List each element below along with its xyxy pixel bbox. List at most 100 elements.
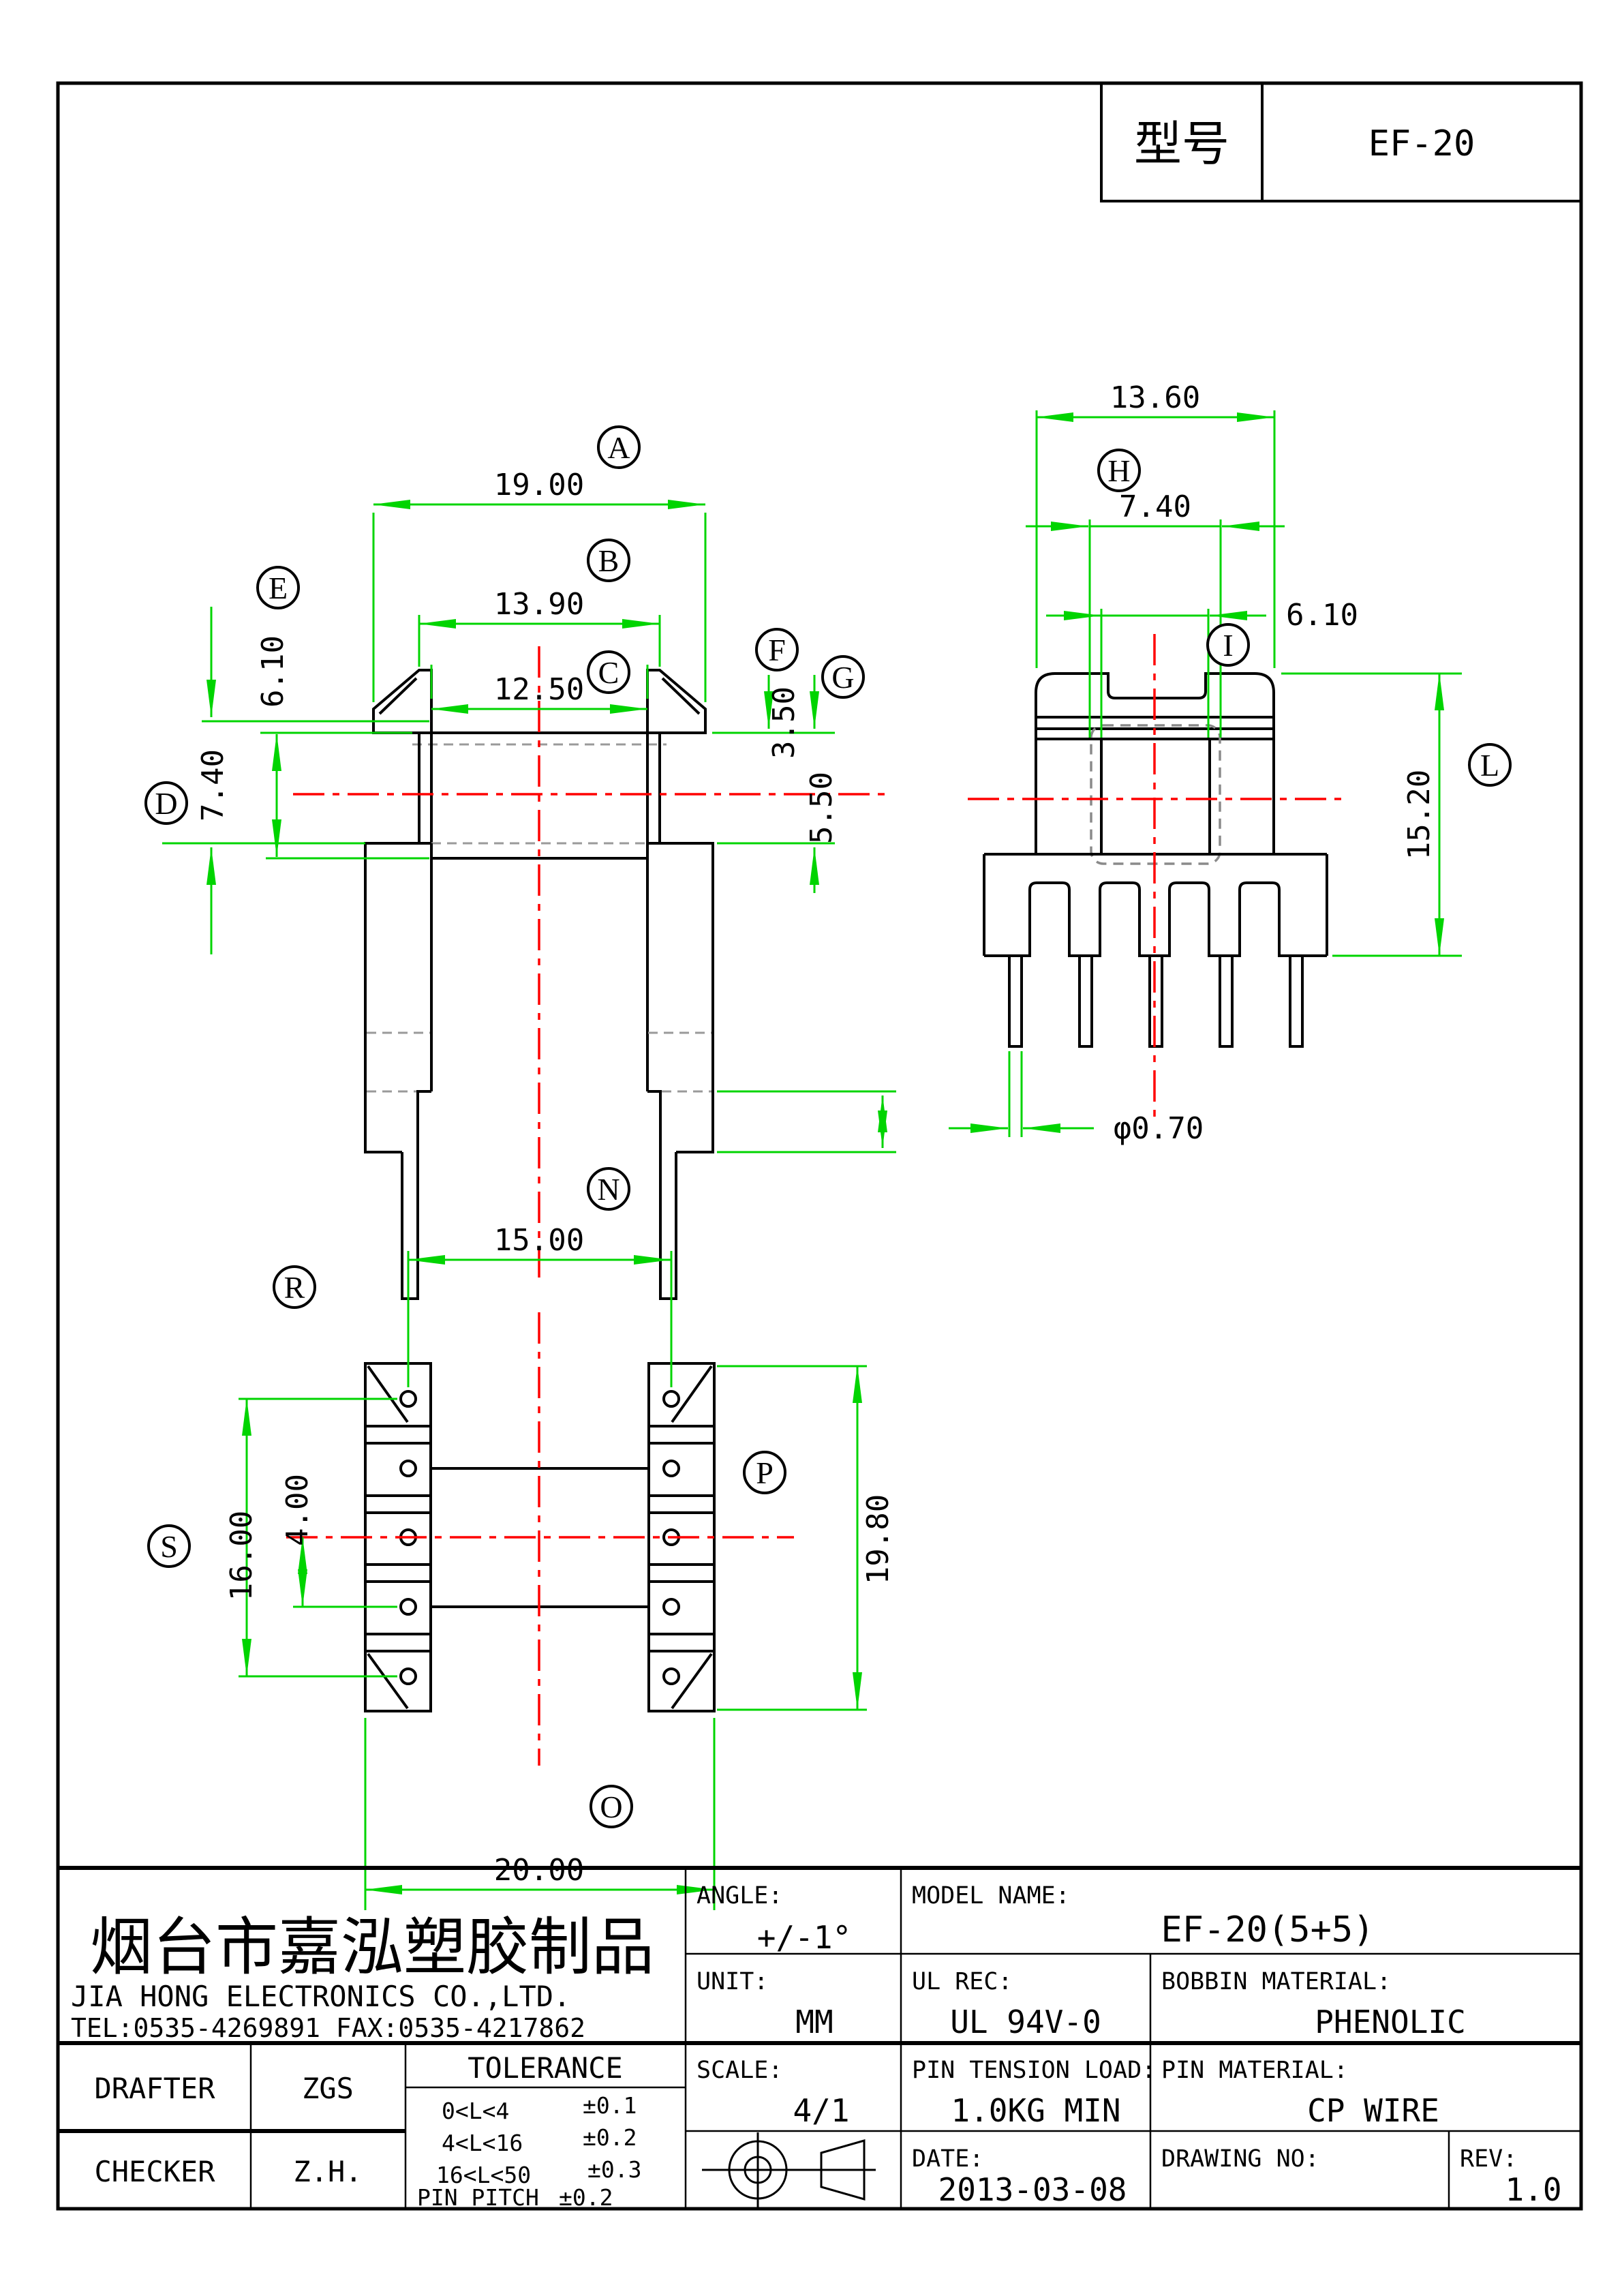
drawing-no-label: DRAWING NO:: [1161, 2145, 1319, 2173]
label-H: H: [1097, 449, 1141, 492]
label-P: P: [743, 1451, 786, 1494]
label-I: I: [1206, 623, 1250, 667]
dim-s2-text: 4.00: [280, 1474, 315, 1546]
svg-text:D: D: [155, 786, 177, 821]
model-box-label: 型号: [1134, 116, 1229, 172]
svg-text:G: G: [831, 660, 854, 695]
dim-f-text: 3.50: [767, 686, 801, 759]
dim-d-text: 7.40: [196, 749, 230, 821]
label-N: N: [587, 1167, 630, 1211]
dim-a-text: 19.00: [494, 468, 584, 502]
dim-w2-text: 7.40: [1119, 489, 1191, 524]
tolerance-value-3: ±0.3: [587, 2156, 641, 2183]
label-R: R: [273, 1265, 316, 1309]
svg-text:I: I: [1223, 628, 1233, 663]
label-A: A: [597, 425, 641, 469]
svg-text:N: N: [597, 1172, 619, 1207]
svg-text:B: B: [598, 543, 619, 578]
company-name-en: JIA HONG ELECTRONICS CO.,LTD.: [71, 1980, 570, 2013]
tolerance-range-4: PIN PITCH: [417, 2184, 539, 2211]
label-L: L: [1468, 743, 1512, 787]
company-tel-fax: TEL:0535-4269891 FAX:0535-4217862: [71, 2013, 585, 2043]
ul-rec-value: UL 94V-0: [950, 2004, 1101, 2040]
tolerance-range-1: 0<L<4: [442, 2098, 509, 2124]
bobbin-material-label: BOBBIN MATERIAL:: [1161, 1968, 1391, 1995]
dim-b-text: 13.90: [494, 587, 584, 622]
label-E: E: [256, 566, 300, 609]
label-F: F: [755, 628, 799, 671]
label-D: D: [144, 781, 188, 825]
angle-value: +/-1°: [757, 1919, 851, 1956]
svg-text:H: H: [1107, 453, 1130, 488]
model-name-value: EF-20(5+5): [1161, 1909, 1374, 1950]
dim-p-text: 19.80: [861, 1494, 896, 1584]
model-name-label: MODEL NAME:: [912, 1882, 1070, 1909]
title-block: 烟台市嘉泓塑胶制品 JIA HONG ELECTRONICS CO.,LTD. …: [58, 1866, 1581, 2211]
rev-label: REV:: [1460, 2145, 1517, 2173]
svg-text:L: L: [1480, 748, 1499, 783]
dim-c-text: 12.50: [494, 672, 584, 707]
dim-g-text: 5.50: [804, 772, 839, 844]
label-C: C: [587, 650, 630, 694]
dim-e-text: 6.10: [256, 635, 290, 708]
dim-w3-text: 6.10: [1286, 598, 1358, 633]
tolerance-title: TOLERANCE: [468, 2051, 623, 2085]
drafter-label: DRAFTER: [94, 2072, 215, 2105]
company-name-cn: 烟台市嘉泓塑胶制品: [90, 1911, 654, 1984]
tolerance-value-1: ±0.1: [583, 2092, 637, 2119]
svg-text:O: O: [600, 1789, 622, 1824]
date-label: DATE:: [912, 2145, 983, 2173]
unit-value: MM: [795, 2004, 833, 2040]
side-view: [293, 646, 893, 1300]
model-number-box: 型号 EF-20: [1100, 82, 1582, 202]
checker-value: Z.H.: [293, 2155, 362, 2188]
svg-text:F: F: [768, 633, 786, 667]
label-B: B: [587, 539, 630, 582]
svg-text:S: S: [160, 1529, 178, 1564]
top-view-labels: N R S P O: [147, 1167, 786, 1828]
pin-material-value: CP WIRE: [1307, 2092, 1439, 2129]
label-G: G: [821, 655, 865, 699]
front-view: [968, 634, 1346, 1118]
sheet-border: [56, 81, 1583, 2211]
label-S: S: [147, 1524, 191, 1568]
dim-o-text: 20.00: [494, 1853, 584, 1888]
front-view-dimensions: 13.60 7.40 6.10 15.20 φ0.70: [949, 380, 1462, 1146]
dim-l-text: 15.20: [1402, 770, 1437, 860]
svg-text:R: R: [284, 1270, 305, 1305]
tolerance-range-3: 16<L<50: [436, 2162, 531, 2188]
first-angle-projection-icon: [702, 2132, 876, 2209]
svg-text:C: C: [598, 655, 619, 690]
tolerance-value-4: ±0.2: [559, 2184, 613, 2211]
scale-value: 4/1: [793, 2092, 849, 2129]
rev-value: 1.0: [1505, 2171, 1561, 2208]
side-view-labels: A B C D E F G: [144, 425, 865, 825]
dim-h-text: 13.60: [1110, 380, 1200, 415]
pin-material-label: PIN MATERIAL:: [1161, 2057, 1348, 2084]
date-value: 2013-03-08: [938, 2171, 1127, 2208]
checker-label: CHECKER: [94, 2155, 215, 2188]
bobbin-material-value: PHENOLIC: [1315, 2004, 1466, 2040]
side-view-dimensions: 19.00 13.90 12.50 6.10 7.40 3.50 5.50: [162, 468, 896, 1153]
front-view-labels: H I L: [1097, 449, 1512, 787]
tolerance-value-2: ±0.2: [583, 2124, 637, 2151]
svg-text:P: P: [756, 1455, 774, 1490]
angle-label: ANGLE:: [697, 1882, 782, 1909]
svg-text:E: E: [269, 571, 288, 605]
svg-text:A: A: [607, 430, 630, 465]
model-box-value: EF-20: [1368, 123, 1475, 164]
scale-label: SCALE:: [697, 2057, 782, 2084]
ul-rec-label: UL REC:: [912, 1968, 1013, 1995]
dim-s1-text: 16.00: [224, 1511, 259, 1601]
pin-tension-label: PIN TENSION LOAD:: [912, 2057, 1156, 2084]
top-view: [286, 1312, 794, 1766]
drafter-value: ZGS: [302, 2072, 354, 2105]
label-O: O: [590, 1785, 633, 1828]
unit-label: UNIT:: [697, 1968, 768, 1995]
dim-pin-text: φ0.70: [1114, 1111, 1204, 1146]
pin-tension-value: 1.0KG MIN: [951, 2092, 1120, 2129]
top-view-dimensions: 15.00 16.00 4.00 19.80 20.00: [224, 1223, 896, 1910]
tolerance-range-2: 4<L<16: [442, 2130, 523, 2156]
